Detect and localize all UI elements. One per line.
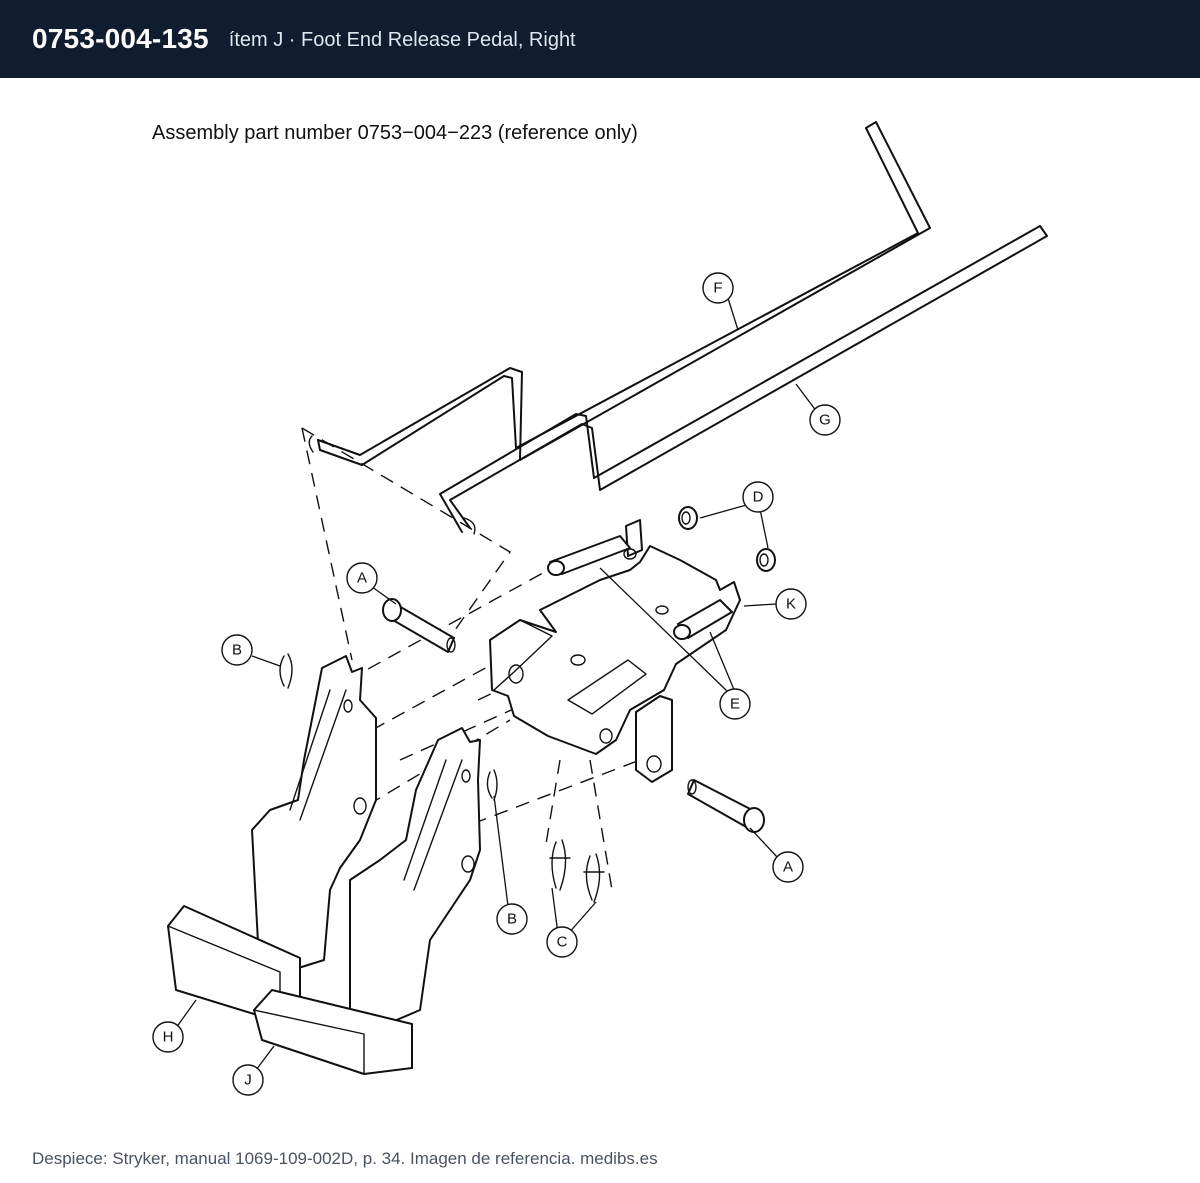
bracket-k bbox=[489, 519, 741, 783]
callout-e: E bbox=[719, 688, 751, 720]
item-description: ítem J · Foot End Release Pedal, Right bbox=[228, 28, 576, 51]
pin-a-left bbox=[382, 598, 456, 653]
svg-text:D: D bbox=[753, 489, 764, 506]
rod-f bbox=[308, 121, 931, 466]
pedal-lever-right bbox=[349, 727, 481, 1041]
pin-a-right bbox=[687, 779, 765, 833]
clip-d-lower bbox=[756, 548, 776, 572]
callout-h: H bbox=[152, 1021, 184, 1053]
callout-f: F bbox=[702, 272, 734, 304]
cotter-pin-b-left bbox=[279, 653, 293, 689]
callout-d: D bbox=[742, 481, 774, 513]
svg-text:C: C bbox=[557, 934, 568, 951]
cotter-pin-b-right bbox=[486, 769, 498, 801]
diagram-svg: Assembly part number 0753−004−223 (refer… bbox=[152, 121, 1048, 1096]
part-number: 0753-004-135 bbox=[32, 23, 209, 54]
header-bar: 0753-004-135 ítem J · Foot End Release P… bbox=[0, 0, 1200, 78]
callout-a-left: A bbox=[346, 562, 378, 594]
pedal-lever-left bbox=[251, 655, 377, 981]
pedal-pad-j bbox=[253, 989, 413, 1075]
callout-a-right: A bbox=[772, 851, 804, 883]
callout-c: C bbox=[546, 926, 578, 958]
spring-e-upper bbox=[547, 535, 637, 576]
cotter-pins-c bbox=[549, 839, 605, 903]
svg-text:K: K bbox=[786, 596, 796, 613]
exploded-parts-diagram: Assembly part number 0753−004−223 (refer… bbox=[0, 78, 1200, 1138]
svg-text:E: E bbox=[730, 696, 740, 713]
clip-d-upper bbox=[678, 506, 698, 530]
svg-text:F: F bbox=[713, 280, 722, 297]
svg-text:A: A bbox=[357, 570, 367, 587]
callout-b-left: B bbox=[221, 634, 253, 666]
svg-text:H: H bbox=[163, 1029, 174, 1046]
source-credit: Despiece: Stryker, manual 1069-109-002D,… bbox=[32, 1149, 658, 1168]
assembly-note: Assembly part number 0753−004−223 (refer… bbox=[152, 122, 638, 144]
callout-g: G bbox=[809, 404, 841, 436]
rod-g bbox=[439, 225, 1048, 535]
callout-b-right: B bbox=[496, 903, 528, 935]
svg-text:B: B bbox=[232, 642, 242, 659]
svg-text:J: J bbox=[244, 1072, 252, 1089]
spring-e-lower bbox=[673, 599, 733, 640]
svg-text:B: B bbox=[507, 911, 517, 928]
svg-text:G: G bbox=[819, 412, 831, 429]
svg-text:A: A bbox=[783, 859, 793, 876]
callout-k: K bbox=[775, 588, 807, 620]
callout-j: J bbox=[232, 1064, 264, 1096]
